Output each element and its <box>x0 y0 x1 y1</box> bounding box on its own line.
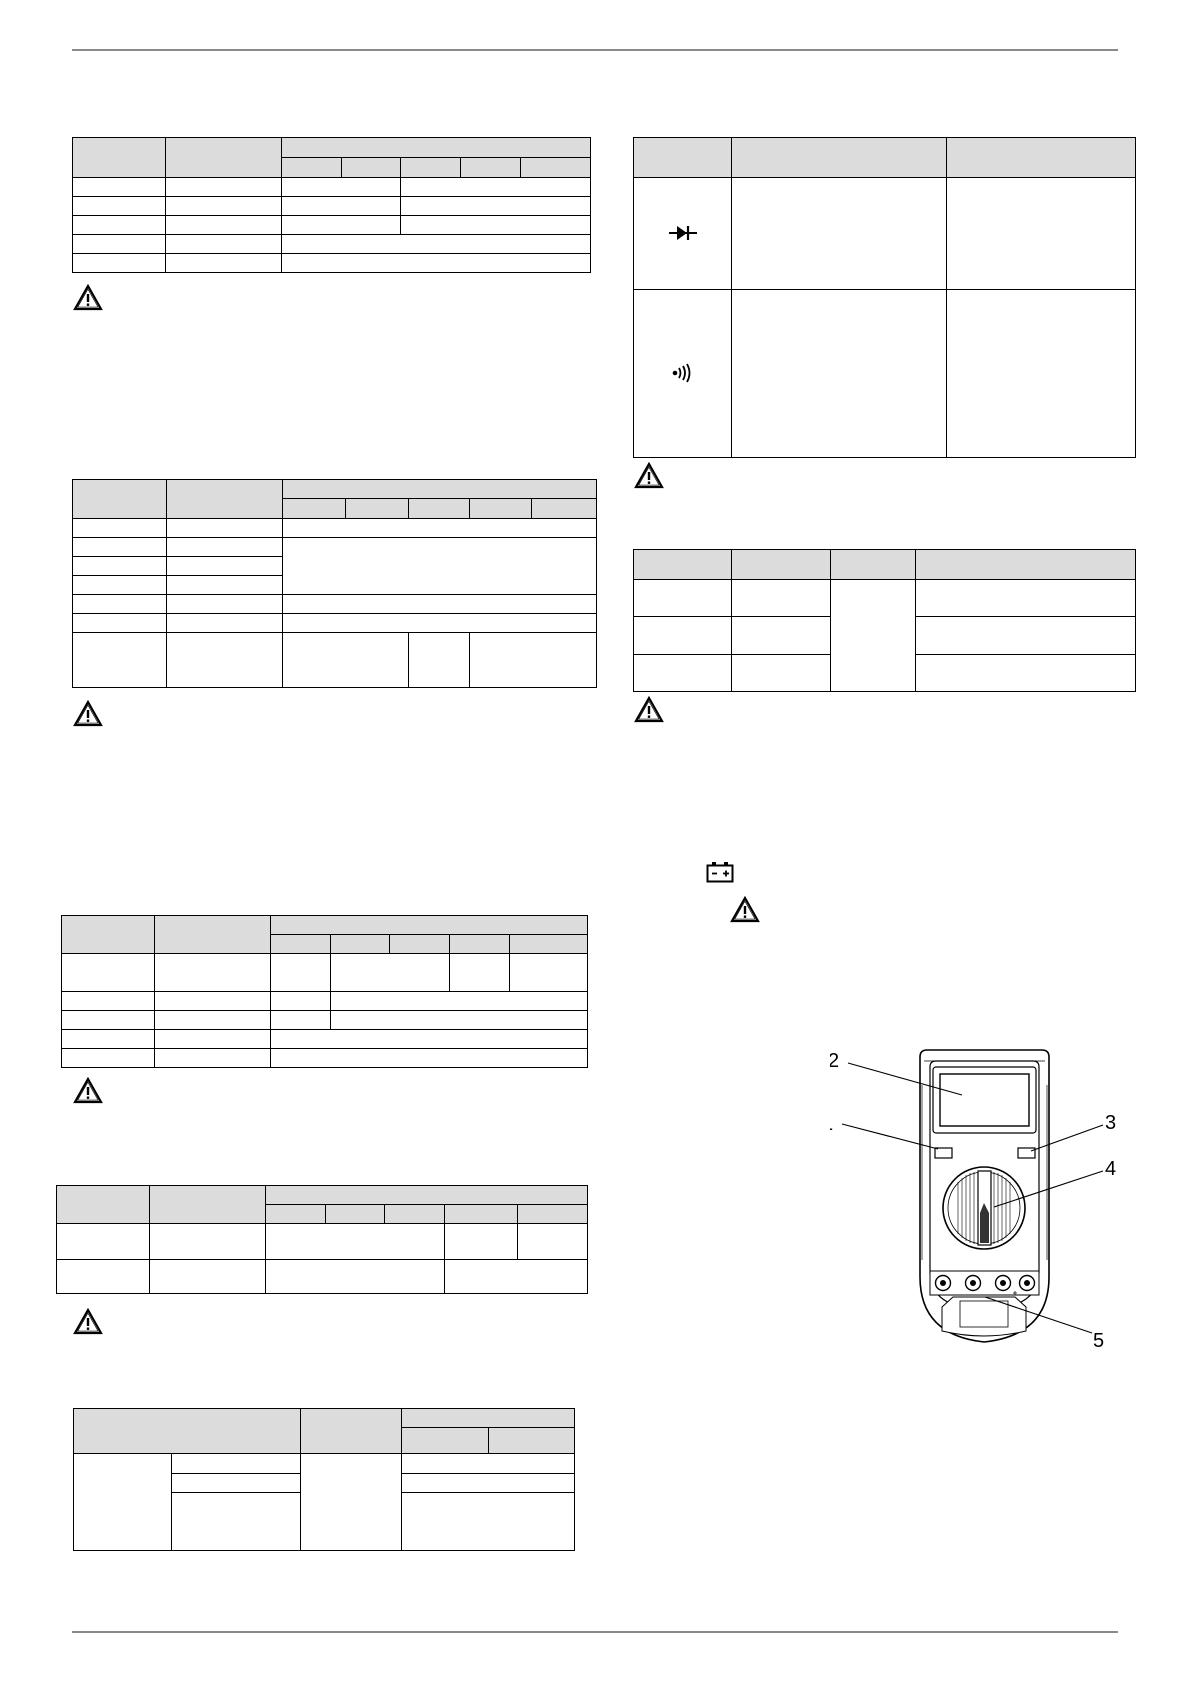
continuity-buzzer-icon <box>672 363 691 383</box>
warning-triangle-icon <box>73 1077 103 1104</box>
warning-triangle-icon <box>634 462 664 489</box>
warning-triangle-icon <box>73 700 103 727</box>
callout-2: 2 <box>830 1050 839 1072</box>
meter-lcd <box>939 1073 1030 1127</box>
spec-table-7 <box>633 549 1136 692</box>
callout-1: 1 <box>830 1113 833 1135</box>
spec-table-1 <box>72 137 592 273</box>
warning-triangle-icon <box>73 1308 103 1335</box>
multimeter-figure: 2 1 3 4 5 <box>830 1049 1116 1352</box>
diode-continuity-table <box>633 137 1136 458</box>
spec-table-3 <box>61 915 589 1068</box>
diode-icon <box>669 226 697 240</box>
spec-table-4 <box>56 1185 589 1294</box>
header-rule <box>72 49 1118 51</box>
spec-table-5 <box>73 1408 575 1551</box>
warning-triangle-icon <box>634 696 664 723</box>
callout-4: 4 <box>1105 1158 1116 1180</box>
spec-table-2 <box>72 479 598 688</box>
callout-3: 3 <box>1105 1112 1116 1134</box>
meter-left-button <box>934 1147 953 1159</box>
warning-triangle-icon <box>73 284 103 311</box>
meter-input-jacks <box>934 1274 1036 1292</box>
callout-5: 5 <box>1093 1330 1104 1352</box>
footer-rule <box>72 1631 1118 1633</box>
meter-right-button <box>1017 1147 1036 1159</box>
warning-triangle-icon <box>730 896 760 923</box>
battery-icon <box>706 862 734 883</box>
